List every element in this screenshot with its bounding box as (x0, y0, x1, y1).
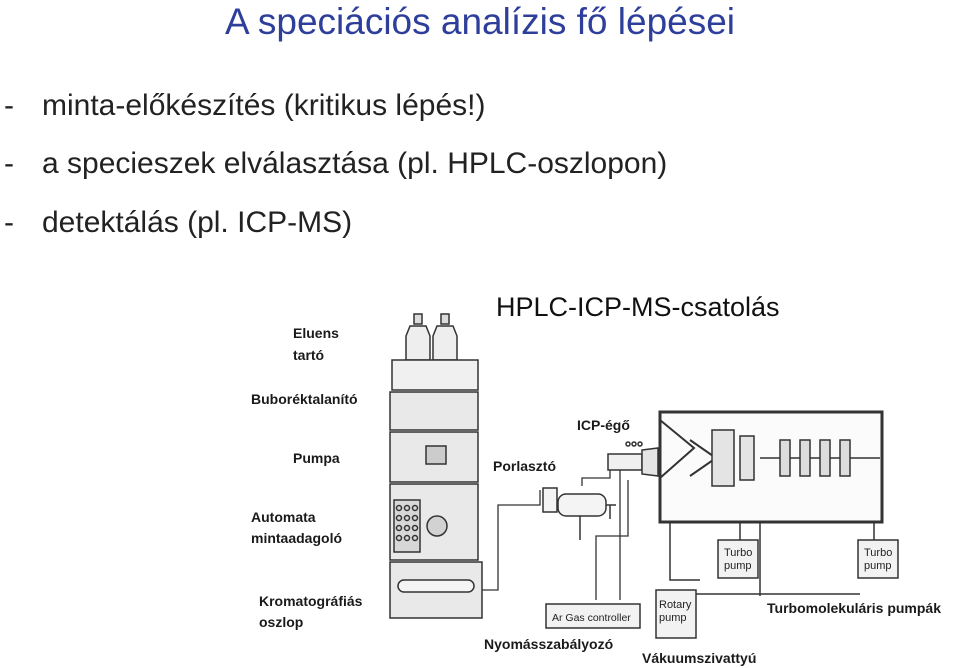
rotary-pump-text: Rotary (659, 599, 692, 611)
pump-display (425, 445, 447, 465)
column-tube (397, 579, 475, 593)
sample-vial (411, 504, 419, 512)
figure-caption: HPLC-ICP-MS-csatolás (496, 292, 780, 322)
label-degasser: Buboréktalanító (251, 391, 358, 407)
bullet-dash: - (4, 206, 14, 239)
turbo-pump-1 (717, 539, 759, 579)
bullet-text: minta-előkészítés (kritikus lépés!) (42, 89, 486, 122)
bullet-dash: - (4, 89, 14, 122)
solvent-tray (391, 359, 479, 391)
eluent-bottle-right (432, 313, 458, 361)
label-pressure-regulator: Nyomásszabályozó (484, 636, 614, 652)
label-column-line1: Kromatográfiás (259, 593, 363, 609)
sample-vial (411, 514, 419, 522)
turbo-pump-2 (857, 539, 899, 579)
label-icp-torch: ICP-égő (577, 417, 630, 433)
rotary-pump-text: pump (659, 612, 687, 624)
label-pump: Pumpa (293, 450, 340, 466)
gas-controller-text: Ar Gas controller (552, 612, 631, 624)
degasser-module (389, 391, 479, 431)
label-nebulizer: Porlasztó (493, 458, 557, 474)
bullet-separation: -a specieszek elválasztása (pl. HPLC-osz… (4, 146, 667, 182)
label-column-line2: oszlop (259, 614, 304, 630)
injector-wheel (426, 515, 448, 537)
bullet-dash: - (4, 147, 14, 180)
sample-vial (395, 504, 403, 512)
turbo-pump-2-text: pump (864, 560, 892, 572)
sample-vial (403, 524, 411, 532)
gas-line (581, 470, 611, 486)
sample-vial (403, 514, 411, 522)
label-autosampler-line1: Automata (251, 509, 316, 525)
vacuum-line (669, 522, 700, 581)
label-turbomolecular-pumps: Turbomolekuláris pumpák (767, 600, 941, 616)
nebulizer (542, 487, 616, 540)
slide-title: A speciációs analízis fő lépései (224, 1, 736, 42)
sample-vial (403, 504, 411, 512)
sample-vial (395, 534, 403, 542)
sample-vial (411, 524, 419, 532)
bullet-detection: -detektálás (pl. ICP-MS) (4, 205, 352, 241)
rotary-pump (655, 589, 697, 639)
label-eluent-line2: tartó (293, 347, 325, 363)
icp-torch (607, 441, 659, 477)
bullet-text: detektálás (pl. ICP-MS) (42, 206, 353, 239)
gas-line (595, 480, 629, 600)
sample-vial (395, 524, 403, 532)
label-eluent-line1: Eluens (293, 325, 339, 341)
gas-controller (545, 603, 641, 629)
ms-housing (658, 410, 884, 524)
label-vacuum-pump: Vákuumszivattyú (642, 650, 757, 666)
transfer-line (482, 490, 541, 591)
bullet-sample-prep: -minta-előkészítés (kritikus lépés!) (4, 88, 485, 124)
turbo-pump-1-text: pump (724, 560, 752, 572)
sample-vial (403, 534, 411, 542)
sample-vial (411, 534, 419, 542)
turbo-pump-2-text: Turbo (864, 547, 892, 559)
bullet-text: a specieszek elválasztása (pl. HPLC-oszl… (42, 147, 668, 180)
sample-vial (395, 514, 403, 522)
eluent-bottle-left (405, 313, 431, 361)
label-autosampler-line2: mintaadagoló (251, 530, 343, 546)
turbo-pump-1-text: Turbo (724, 547, 752, 559)
